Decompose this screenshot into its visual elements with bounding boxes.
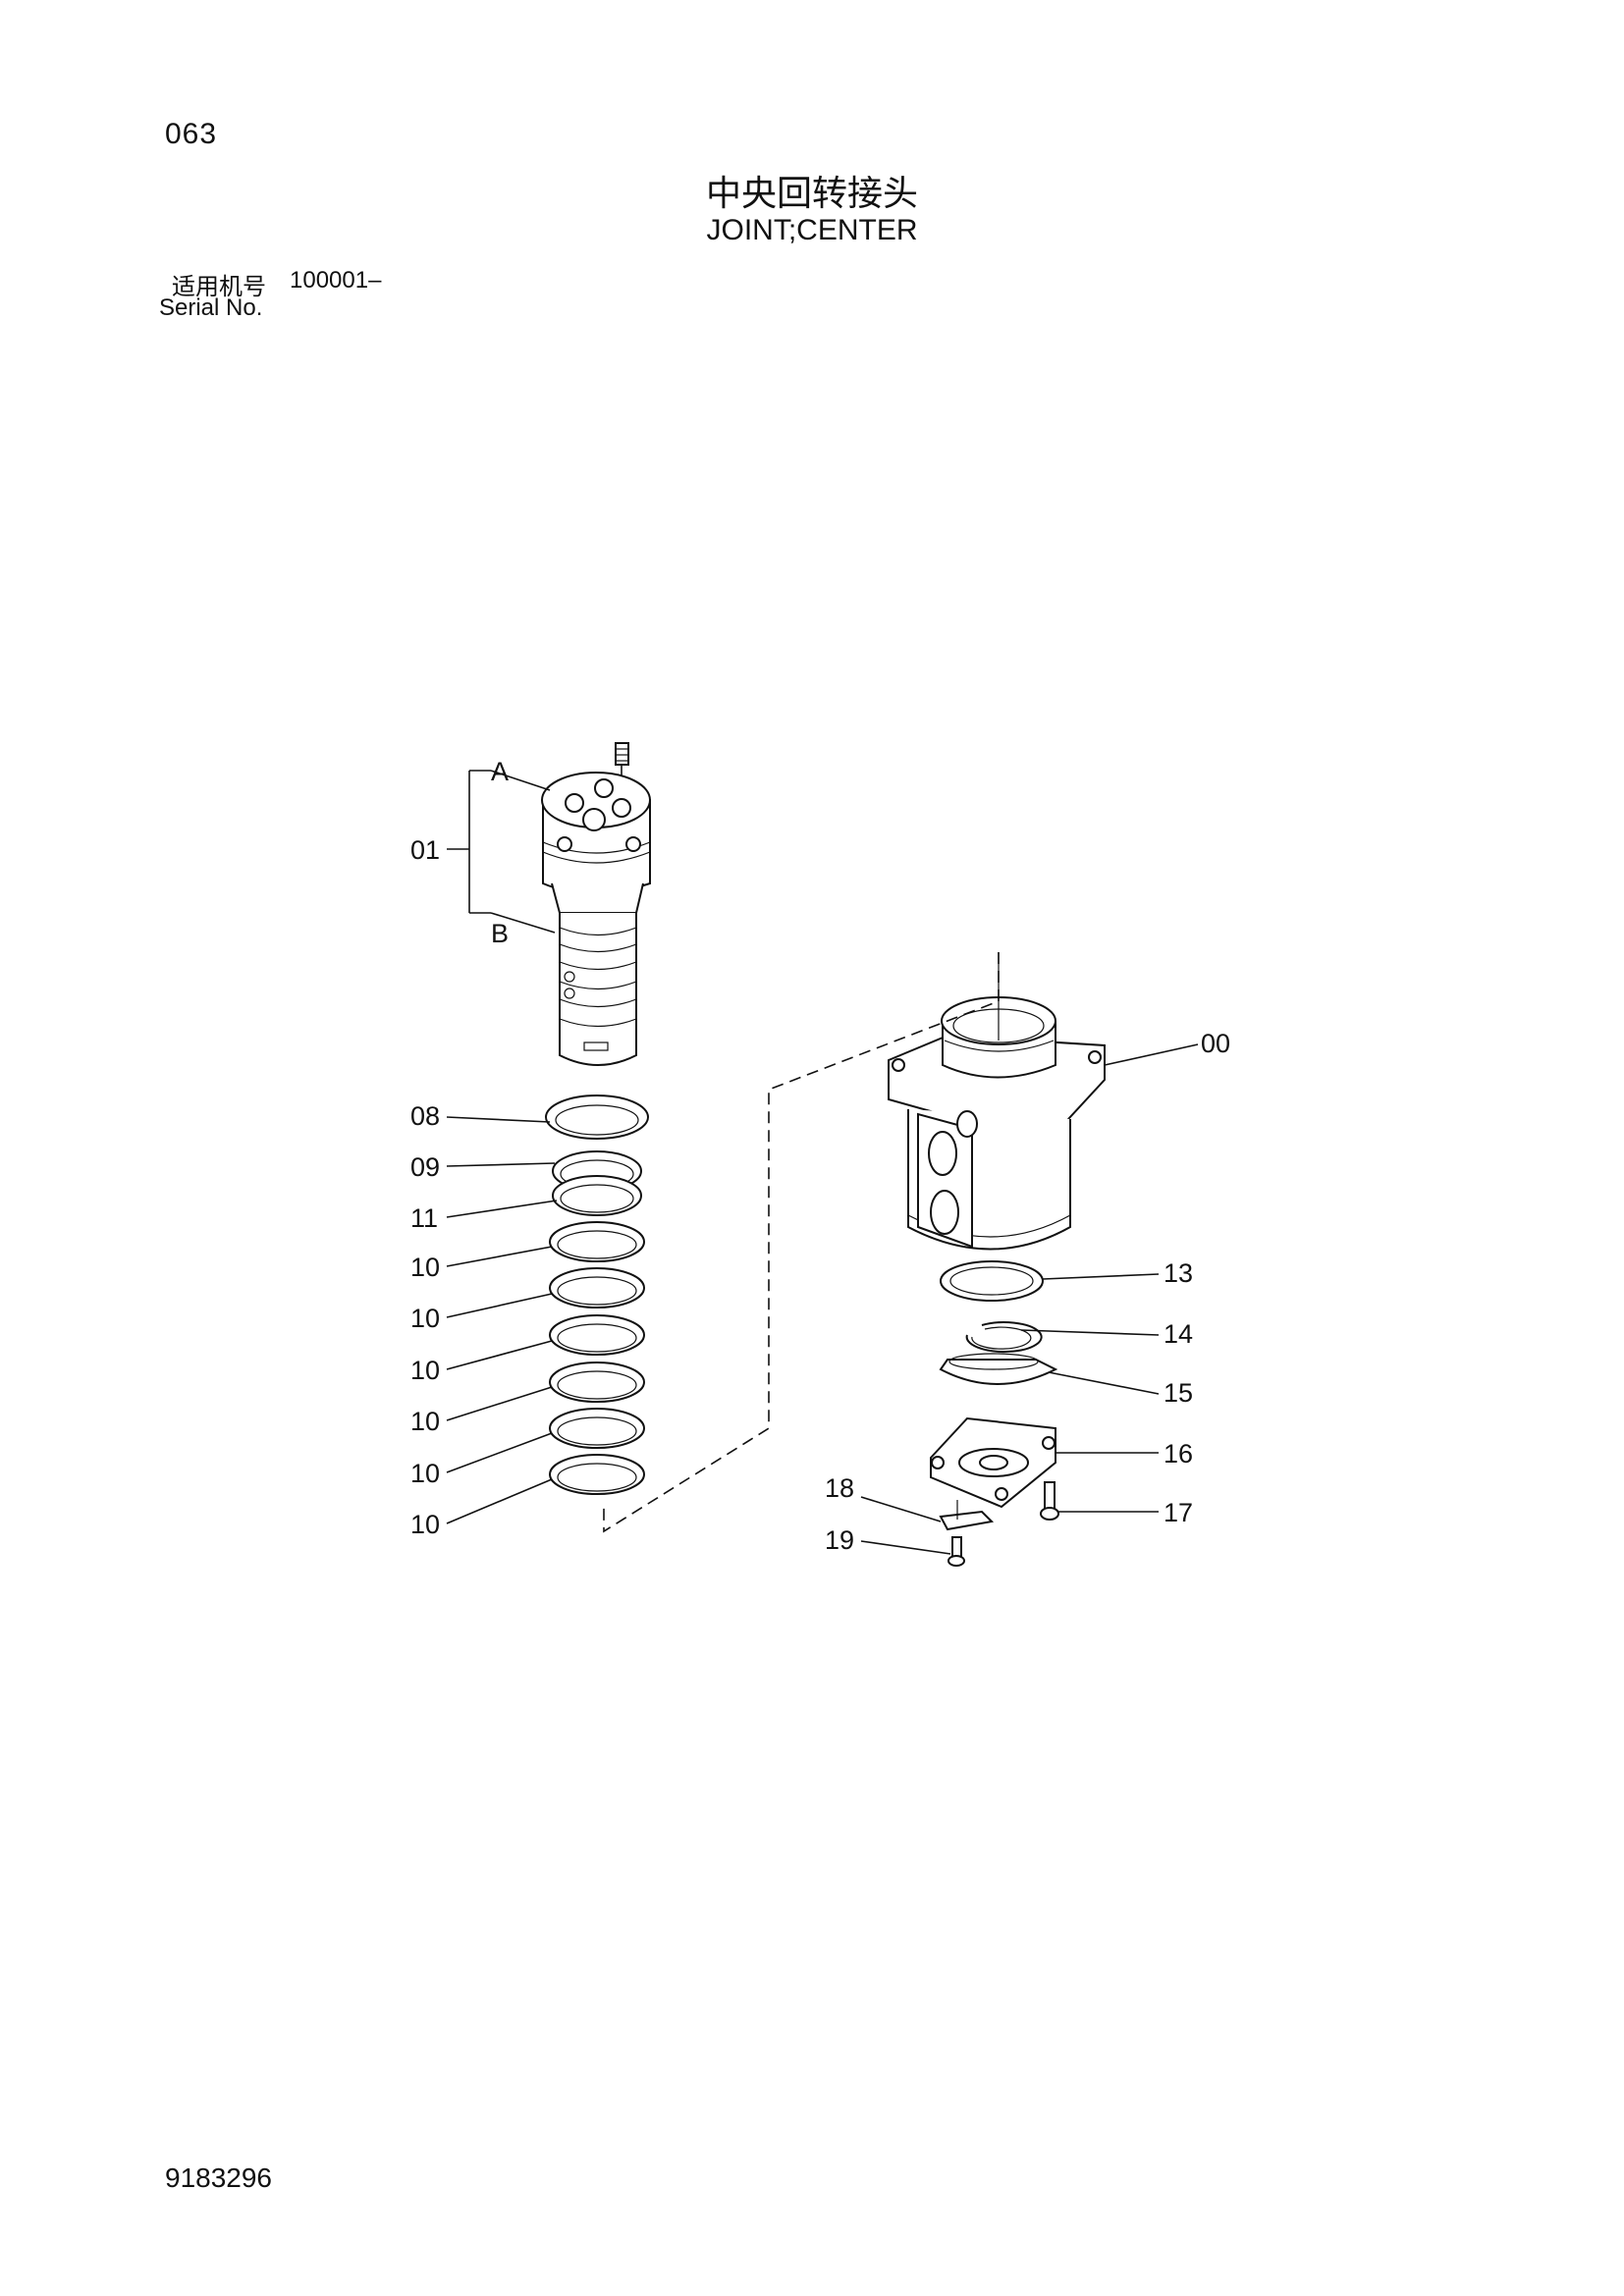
callout-11: 11 [410,1203,438,1233]
callout-A: A [491,757,509,786]
callout-00: 00 [1201,1029,1230,1058]
callout-01: 01 [410,835,440,865]
plate-part-18 [939,1500,995,1531]
bolt-part-17 [1040,1481,1059,1521]
callout-10: 10 [410,1459,440,1488]
serial-range: 100001– [290,267,382,294]
document-number: 9183296 [165,2163,273,2193]
snap-ring-part-14 [965,1321,1043,1354]
cover-part-16 [930,1416,1056,1509]
seal-ring-stack [545,1095,649,1495]
page-number: 063 [165,118,218,150]
leader-lines [446,1043,1199,1555]
serial-label-chinese: 适用机号 [172,273,266,300]
bolt-part-19 [947,1536,965,1567]
seal-part-13 [940,1260,1044,1302]
callout-10: 10 [410,1356,440,1385]
callout-14: 14 [1164,1319,1193,1349]
callout-19: 19 [825,1525,854,1555]
callout-18: 18 [825,1473,854,1503]
callout-17: 17 [1164,1498,1193,1527]
serial-label-english: Serial No. [159,294,263,321]
callout-16: 16 [1164,1439,1193,1468]
callout-09: 09 [410,1152,440,1182]
callout-13: 13 [1164,1258,1193,1288]
callout-15: 15 [1164,1378,1193,1408]
callout-B: B [491,919,509,948]
callout-08: 08 [410,1101,440,1131]
spindle-part-01 [541,742,651,1066]
dust-seal-part-15 [939,1353,1058,1385]
callout-10: 10 [410,1407,440,1436]
callout-10: 10 [410,1253,440,1282]
body-part-00 [888,952,1106,1251]
title-english: JOINT;CENTER [706,214,918,246]
callout-bracket-01 [447,770,556,934]
callout-10: 10 [410,1304,440,1333]
callout-10: 10 [410,1510,440,1539]
assembly-dash-line [603,952,1000,1533]
title-chinese: 中央回转接头 [705,174,918,214]
